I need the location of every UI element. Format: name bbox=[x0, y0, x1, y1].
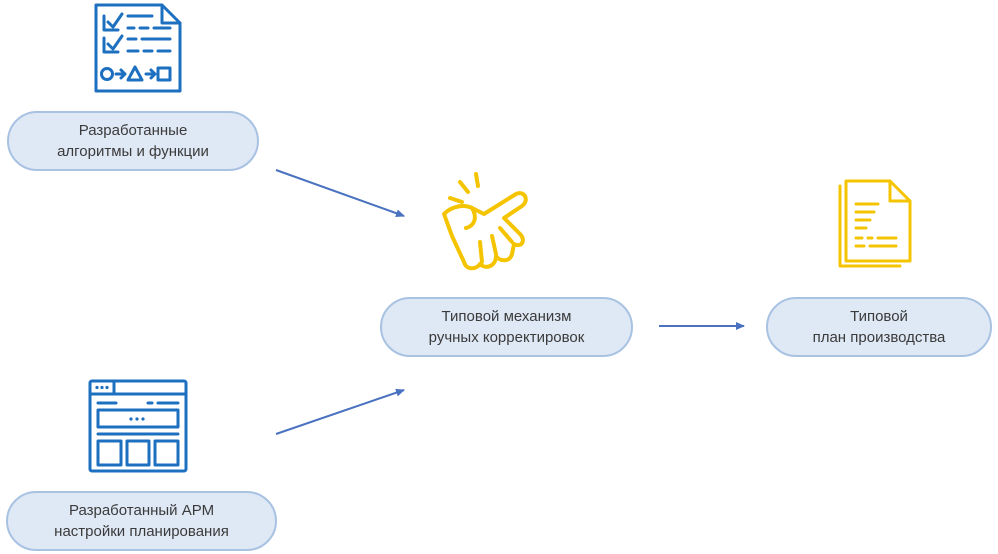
node-developed-algorithms: Разработанные алгоритмы и функции bbox=[7, 111, 259, 171]
arrow-algorithms-to-mechanism bbox=[275, 169, 405, 218]
node-planning-workstation: Разработанный АРМ настройки планирования bbox=[6, 491, 277, 551]
node-label-line: алгоритмы и функции bbox=[57, 143, 209, 160]
finger-snap-icon bbox=[442, 172, 528, 271]
arrow-workstation-to-mechanism bbox=[275, 388, 405, 435]
node-label-line: Разработанный АРМ bbox=[68, 502, 215, 519]
node-manual-correction-mechanism: Типовой механизм ручных корректировок bbox=[380, 297, 633, 357]
checklist-flow-icon bbox=[94, 3, 182, 93]
node-label-line: Разработанные bbox=[78, 122, 188, 139]
document-stack-icon bbox=[838, 179, 912, 268]
node-production-plan: Типовой план производства bbox=[766, 297, 992, 357]
node-label-line: настройки планирования bbox=[54, 523, 229, 540]
app-window-icon bbox=[88, 379, 188, 473]
node-label-line: ручных корректировок bbox=[428, 329, 585, 346]
node-label-line: Типовой механизм bbox=[441, 308, 572, 325]
node-label-line: Типовой bbox=[850, 308, 908, 325]
node-label-line: план производства bbox=[812, 329, 946, 346]
